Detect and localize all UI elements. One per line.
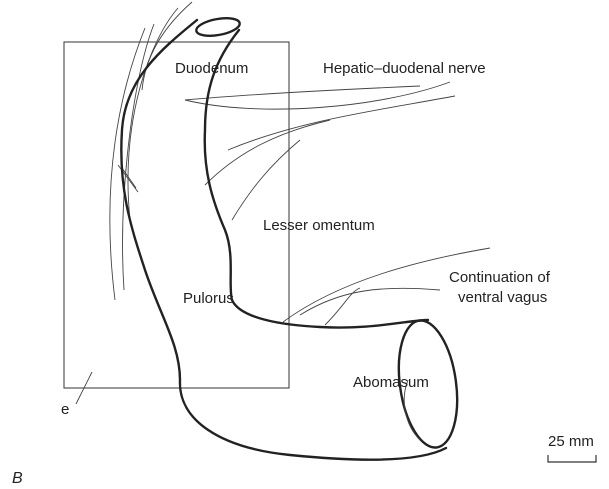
label-duodenum: Duodenum: [175, 60, 248, 78]
scale-label: 25 mm: [548, 433, 594, 451]
reference-frame: [64, 42, 289, 388]
label-e-marker: e: [61, 401, 69, 419]
label-hepatic-duodenal-nerve: Hepatic–duodenal nerve: [323, 60, 486, 78]
label-continuation-of: Continuation of: [449, 269, 550, 287]
label-ventral-vagus: ventral vagus: [458, 289, 547, 307]
label-lesser-omentum: Lesser omentum: [263, 217, 375, 235]
organ-outlines: [121, 15, 464, 459]
thin-nerve-lines: [110, 2, 490, 325]
panel-letter: B: [12, 470, 23, 488]
scale-bar: [548, 455, 596, 462]
label-pylorus: Pulorus: [183, 290, 234, 308]
label-abomasum: Abomasum: [353, 374, 429, 392]
